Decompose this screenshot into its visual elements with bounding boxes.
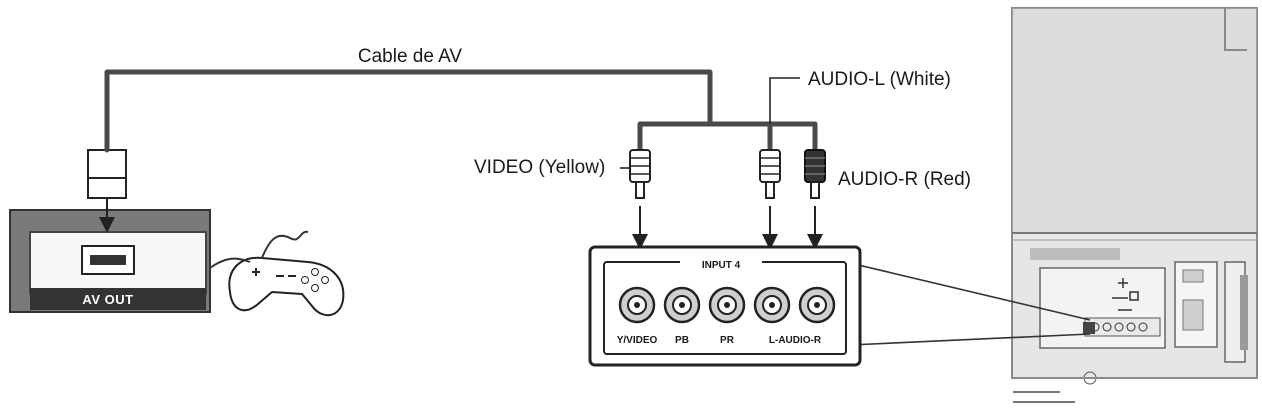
jack-y-video xyxy=(618,286,656,324)
jack-pb xyxy=(663,286,701,324)
input-panel-title: INPUT 4 xyxy=(702,260,741,271)
game-console-icon xyxy=(9,209,211,313)
audio-l-leader xyxy=(769,77,800,124)
jack-audio-r xyxy=(798,286,836,324)
cable-branch xyxy=(637,121,818,153)
video-label: VIDEO (Yellow) xyxy=(474,157,605,178)
video-plug-icon xyxy=(629,149,651,199)
input-panel xyxy=(588,245,862,367)
cable-label: Cable de AV xyxy=(358,46,463,67)
gamepad-icon xyxy=(209,230,345,316)
audio-l-label: AUDIO-L (White) xyxy=(808,69,951,90)
callout-lines xyxy=(849,262,1091,346)
av-cable xyxy=(104,69,713,153)
jack-label-pr: PR xyxy=(720,335,735,346)
av-plug-icon xyxy=(87,149,127,199)
jack-label-pb: PB xyxy=(675,335,689,346)
av-out-label: AV OUT xyxy=(82,292,133,307)
audio-r-plug-icon xyxy=(804,149,826,199)
jack-pr xyxy=(708,286,746,324)
audio-l-plug-icon xyxy=(759,149,781,199)
audio-r-label: AUDIO-R (Red) xyxy=(838,169,971,190)
jack-label-audio: L-AUDIO-R xyxy=(769,335,822,346)
jack-audio-l xyxy=(753,286,791,324)
jack-label-y-video: Y/VIDEO xyxy=(617,335,658,346)
tv-back-icon xyxy=(1011,7,1258,403)
